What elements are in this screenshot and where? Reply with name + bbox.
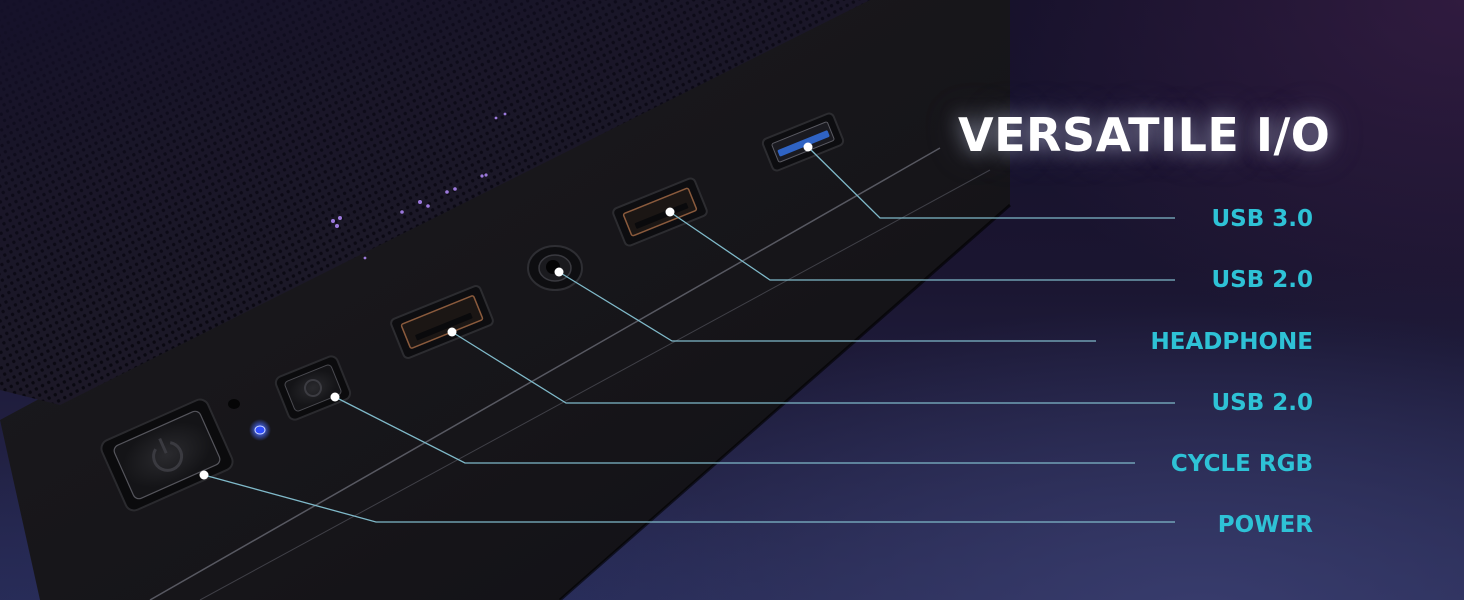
callout-label-power: POWER [1217, 512, 1313, 538]
leader-usb-2-bottom [451, 331, 1175, 404]
leader-usb-2-top [669, 211, 1175, 281]
headline-title: VERSATILE I/O [958, 108, 1331, 162]
headphone-jack [527, 245, 583, 291]
callout-label-usb-2-bottom: USB 2.0 [1211, 390, 1313, 416]
leader-anchor-dots [199, 142, 813, 480]
usb-2-port-bottom [390, 285, 494, 359]
pinhole [228, 399, 240, 409]
leader-lines [203, 146, 1175, 523]
usb-3-port [761, 112, 845, 172]
leader-headphone [558, 271, 1096, 342]
leader-power [203, 474, 1175, 523]
rgb-glow-dots [331, 112, 507, 260]
callout-label-cycle-rgb: CYCLE RGB [1170, 451, 1313, 477]
leader-usb-3 [807, 146, 1175, 219]
callout-label-usb-3: USB 3.0 [1211, 206, 1313, 232]
leader-cycle-rgb [334, 396, 1135, 464]
callout-label-headphone: HEADPHONE [1150, 329, 1313, 355]
case-edge-highlight [149, 147, 941, 600]
usb-2-port-top [612, 177, 708, 247]
case-top-panel [0, 0, 1010, 600]
callout-label-usb-2-top: USB 2.0 [1211, 267, 1313, 293]
rgb-button [274, 355, 352, 421]
power-button [100, 398, 234, 512]
